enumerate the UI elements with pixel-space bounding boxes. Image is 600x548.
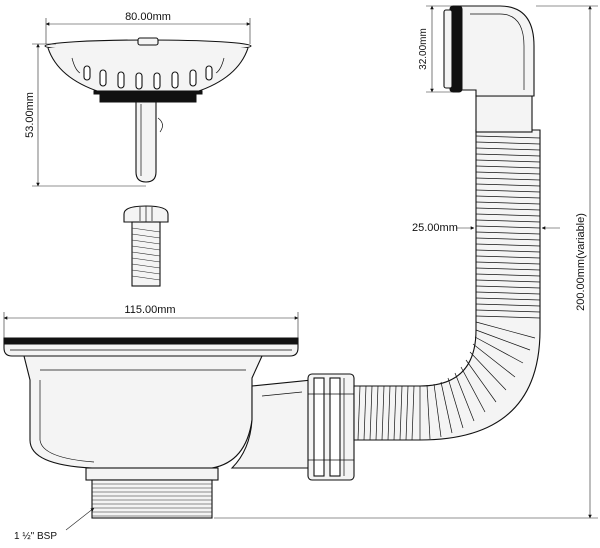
overall-height-label: 200.00mm(variable) xyxy=(575,213,587,311)
basket-strainer xyxy=(44,37,252,183)
thread-size-label: 1 ½" BSP xyxy=(14,531,57,542)
connecting-screw xyxy=(123,205,169,287)
dimension-lines xyxy=(3,5,598,531)
overflow-height-label: 32.00mm xyxy=(418,28,429,70)
flexible-hose xyxy=(353,129,541,441)
basket-width-label: 80.00mm xyxy=(125,11,171,23)
basket-holes xyxy=(71,57,225,90)
waste-body xyxy=(3,337,355,519)
basket-height-label: 53.00mm xyxy=(24,92,36,138)
overflow-elbow xyxy=(443,5,535,133)
flange-width-label: 115.00mm xyxy=(124,304,175,316)
hose-diameter-label: 25.00mm xyxy=(412,222,458,234)
